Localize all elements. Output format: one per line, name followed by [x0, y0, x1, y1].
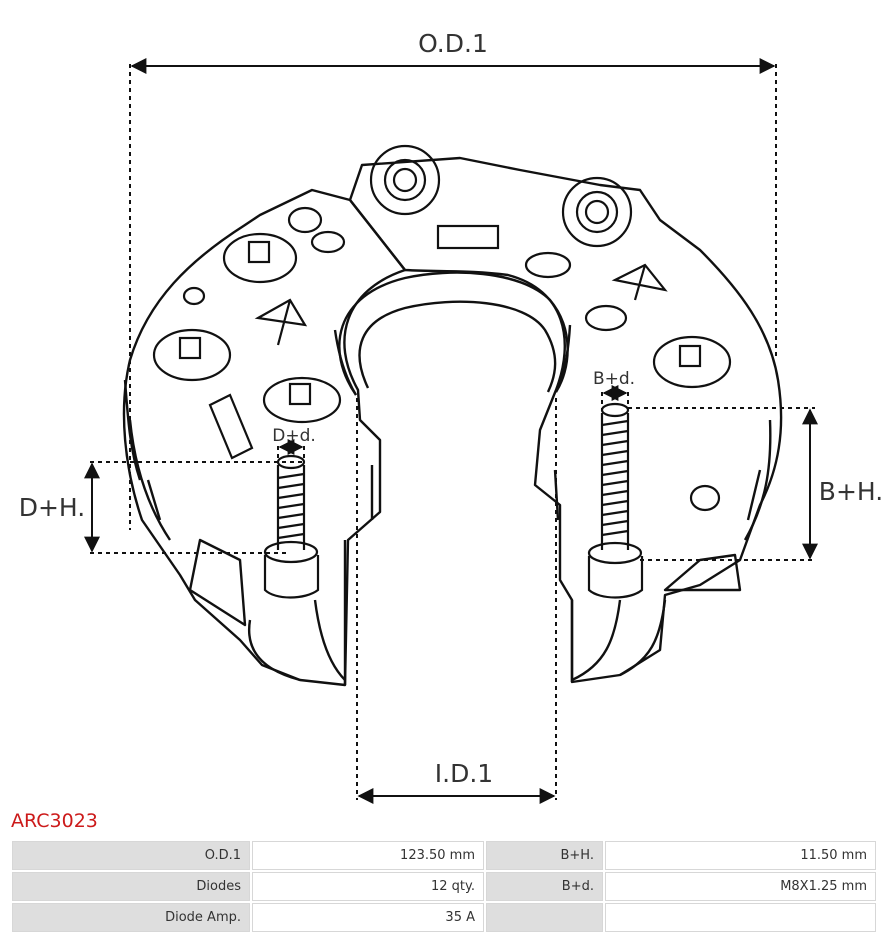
spec-row: Diode Amp. 35 A: [12, 903, 876, 932]
rectifier-body: [122, 156, 783, 687]
spec-row: Diodes 12 qty. B+d. M8X1.25 mm: [12, 872, 876, 901]
od-label: O.D.1: [418, 29, 488, 58]
spec-label: Diode Amp.: [12, 903, 250, 932]
dimension-lines: [90, 64, 815, 800]
dimension-arrows: [84, 58, 818, 804]
id-label: I.D.1: [435, 759, 493, 788]
spec-label: [486, 903, 603, 932]
spec-label: B+H.: [486, 841, 603, 870]
bh-label: B+H.: [819, 477, 883, 506]
spec-label: B+d.: [486, 872, 603, 901]
spec-value: 123.50 mm: [252, 841, 484, 870]
spec-row: O.D.1 123.50 mm B+H. 11.50 mm: [12, 841, 876, 870]
spec-value: 12 qty.: [252, 872, 484, 901]
part-number: ARC3023: [11, 810, 98, 832]
bolt-right: [587, 402, 644, 599]
spec-value: M8X1.25 mm: [605, 872, 876, 901]
bd-label: B+d.: [593, 369, 635, 389]
spec-value: [605, 903, 876, 932]
spec-value: 35 A: [252, 903, 484, 932]
spec-value: 11.50 mm: [605, 841, 876, 870]
terminal-features: [152, 144, 732, 512]
rectifier-diagram: O.D.1 I.D.1 D+H. B+H. D+d. B+d.: [19, 29, 883, 804]
bolt-left: [263, 454, 320, 599]
dh-label: D+H.: [19, 493, 86, 522]
spec-label: O.D.1: [12, 841, 250, 870]
spec-table: O.D.1 123.50 mm B+H. 11.50 mm Diodes 12 …: [10, 839, 878, 934]
spec-label: Diodes: [12, 872, 250, 901]
dd-label: D+d.: [272, 426, 316, 446]
